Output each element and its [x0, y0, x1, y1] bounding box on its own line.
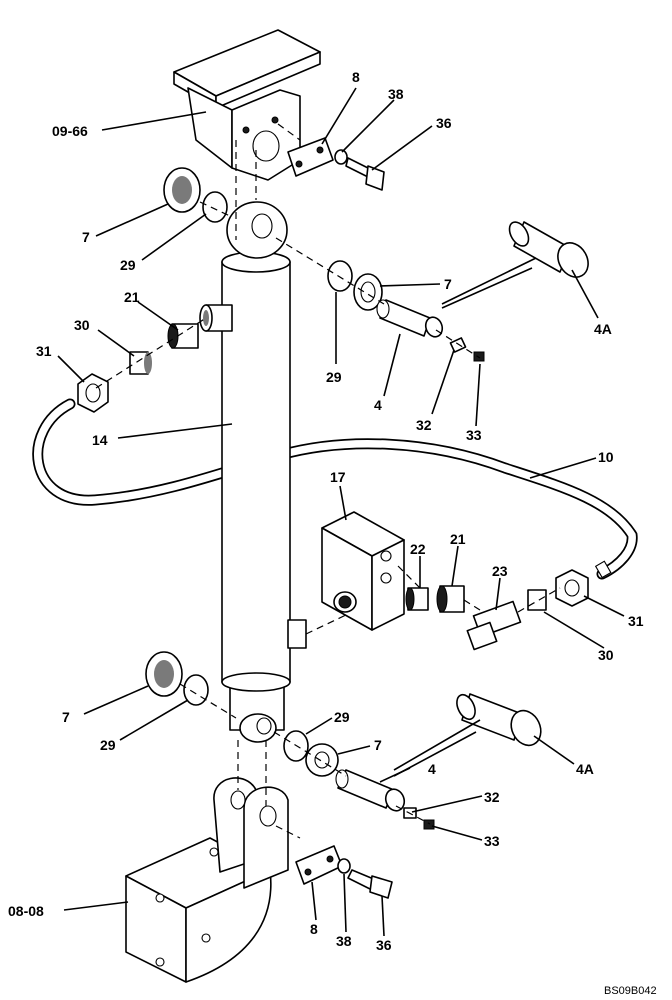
tee-23: [466, 600, 522, 651]
fitting-21-mid: [436, 585, 465, 613]
cap-33-top: [473, 351, 485, 362]
washer-38-top: [334, 149, 348, 165]
label-33-top: 33: [466, 427, 482, 443]
label-33-bottom: 33: [484, 833, 500, 849]
label-4-bottom: 4: [428, 761, 436, 777]
label-14: 14: [92, 432, 108, 448]
pin-4A-top: [508, 221, 589, 278]
label-29-left-bottom: 29: [100, 737, 116, 753]
label-21-top: 21: [124, 289, 140, 305]
label-36-bottom: 36: [376, 937, 392, 953]
oring-29-right-top: [327, 260, 353, 292]
leader-lines: [57, 87, 625, 937]
label-36-top: 36: [436, 115, 452, 131]
nut-31-right: [555, 569, 589, 607]
label-7-right-bottom: 7: [374, 737, 382, 753]
label-4A-bottom: 4A: [576, 761, 594, 777]
label-23: 23: [492, 563, 508, 579]
pin-4A-bottom: [456, 693, 542, 747]
fitting-22: [405, 587, 429, 611]
label-8-bottom: 8: [310, 921, 318, 937]
cylinder-14: [221, 201, 307, 743]
label-38-top: 38: [388, 86, 404, 102]
cap-33-bottom: [423, 819, 435, 830]
label-10: 10: [598, 449, 614, 465]
label-29-left-top: 29: [120, 257, 136, 273]
grease-32-top: [449, 337, 467, 353]
label-17: 17: [330, 469, 346, 485]
washer-38-bottom: [337, 858, 351, 874]
seal-7-right-bottom: [305, 743, 339, 777]
oring-29-left-top: [202, 191, 228, 223]
fitting-30-left: [129, 351, 152, 375]
label-7-left-top: 7: [82, 229, 90, 245]
label-22: 22: [410, 541, 426, 557]
label-30-right: 30: [598, 647, 614, 663]
label-31-left: 31: [36, 343, 52, 359]
hose-10: [32, 398, 638, 580]
label-38-bottom: 38: [336, 933, 352, 949]
fitting-30-right: [527, 589, 547, 611]
label-7-left-bottom: 7: [62, 709, 70, 725]
label-32-top: 32: [416, 417, 432, 433]
top-bracket-09-66: [173, 29, 321, 181]
fitting-21-top: [167, 323, 199, 349]
drawing-code: BS09B042: [604, 985, 657, 997]
pin-4-top: [376, 299, 444, 338]
bolt-36-bottom: [347, 869, 393, 899]
plate-8-bottom: [295, 845, 343, 885]
label-29-right-bottom: 29: [334, 709, 350, 725]
nut-31-left: [77, 373, 109, 413]
label-08-08: 08-08: [8, 903, 44, 919]
label-31-right: 31: [628, 613, 644, 629]
seal-7-right-top: [353, 273, 383, 311]
bolt-36-top: [345, 157, 385, 191]
label-09-66: 09-66: [52, 123, 88, 139]
seal-7-left-bottom: [145, 651, 183, 697]
label-29-right-top: 29: [326, 369, 342, 385]
label-30-left: 30: [74, 317, 90, 333]
callout-labels: 09-66 8 38 36 7 29 7 4A 21 30 31 29 4 32…: [8, 69, 657, 997]
plate-8-top: [287, 137, 334, 177]
pin-4-bottom: [335, 769, 406, 812]
bushing-left: [199, 304, 233, 332]
valve-block-17: [321, 511, 405, 631]
centerlines: [95, 123, 561, 839]
label-32-bottom: 32: [484, 789, 500, 805]
seal-7-left-top: [163, 167, 201, 213]
label-7-right-top: 7: [444, 276, 452, 292]
bottom-base-08-08: [125, 777, 289, 983]
label-21-mid: 21: [450, 531, 466, 547]
label-4A-top: 4A: [594, 321, 612, 337]
label-8-top: 8: [352, 69, 360, 85]
label-4-top: 4: [374, 397, 382, 413]
